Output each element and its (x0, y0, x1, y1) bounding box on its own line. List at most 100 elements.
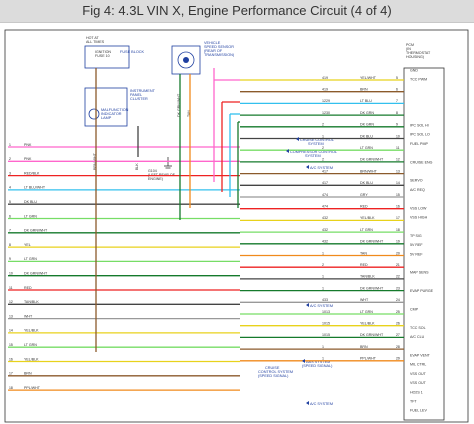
left-wire-label: PNK (24, 157, 32, 161)
left-wire-label: WHT (24, 314, 33, 318)
vehicle-speed-sensor: VEHICLE SPEED SENSOR (REAR OF TRANSMISSI… (171, 41, 235, 75)
pcm-pin-label: IPC SOL HI (410, 124, 429, 128)
fuse-label-4: FUSE 10 (95, 54, 110, 58)
wire-pin-label: 20 (396, 251, 400, 255)
wire-circuit-label: 474 (322, 193, 328, 197)
pcm-pin-label: EVAP PURGE (410, 289, 434, 293)
title-bar: Fig 4: 4.3L VIN X, Engine Performance Ci… (0, 0, 474, 23)
left-pin-label: 7 (9, 229, 11, 233)
vert-label-4: TAN (187, 110, 191, 117)
vert-label-3: DK GRN/WHT (177, 93, 181, 117)
wire-pin-label: 14 (396, 181, 400, 185)
fuse-block: HOT AT ALL TIMES IGNITION FUSE 10 FUSE B… (84, 36, 145, 69)
wire-color-label: LT GRN (360, 146, 373, 150)
wire-color-label: DK GRN (360, 123, 374, 127)
wire-pin-label: 13 (396, 169, 400, 173)
pcm-pin-label: A/C REQ (410, 188, 425, 192)
pcm-pin-label: IPC SOL LO (410, 133, 430, 137)
pcm-pin-label: FUEL LEV (410, 409, 427, 413)
pcm-label-1: PCM (406, 43, 414, 47)
wire-color-label: TAN (360, 251, 367, 255)
wire-circuit-label: 474 (322, 205, 328, 209)
wire-color-label: DK GRN/WHT (360, 333, 384, 337)
left-wire-label: YEL/BLK (24, 357, 39, 361)
wire-color-label: DK GRN (360, 111, 374, 115)
wire-circuit-label: 2 (322, 263, 324, 267)
cruise2-label-1: CRUISE (265, 366, 280, 370)
left-pin-label: 5 (9, 200, 11, 204)
wire-pin-label: 24 (396, 298, 400, 302)
ipc-label-3: CLUSTER (130, 97, 148, 101)
wire-circuit-label: 2 (322, 158, 324, 162)
wire-circuit-label: 432 (322, 216, 328, 220)
wire-circuit-label: 2 (322, 146, 324, 150)
ac-system-3-label: A/C SYSTEM (310, 402, 333, 406)
ground-label-1: G104 (148, 169, 157, 173)
vss-label-1: VEHICLE (204, 41, 221, 45)
connector-arrow-icon (306, 165, 309, 169)
pcm-pin-label: VSS LOW (410, 206, 427, 210)
left-wire-label: RED/BLK (24, 171, 40, 175)
wire-color-label: GRY (360, 193, 368, 197)
wire-pin-label: 25 (396, 310, 400, 314)
wire-color-label: LT GRN (360, 310, 373, 314)
left-wire-label: LT BLU/WHT (24, 186, 46, 190)
left-pin-label: 8 (9, 243, 11, 247)
wire-color-label: YEL/BLK (360, 322, 375, 326)
pcm-pin-label: EVAP VENT (410, 354, 431, 358)
wire-pin-label: 5 (396, 76, 398, 80)
ac-system-label: A/C SYSTEM (310, 166, 333, 170)
wire-circuit-label: 1013 (322, 310, 330, 314)
connector-arrow-icon (296, 137, 299, 141)
wire-color-label: DK BLU (360, 134, 373, 138)
wire-circuit-label: 1230 (322, 111, 330, 115)
mil-lamp-icon (88, 108, 100, 120)
pcm-pin-label: SERVO (410, 179, 423, 183)
wire-color-label: DK BLU (360, 181, 373, 185)
ground-label-3: ENGINE) (148, 177, 163, 181)
wire-pin-label: 18 (396, 228, 400, 232)
wire-pin-label: 16 (396, 205, 400, 209)
left-wire-label: PPL/WHT (24, 386, 41, 390)
left-pin-label: 4 (9, 186, 11, 190)
wire-circuit-label: 417 (322, 169, 328, 173)
wire-circuit-label: 1 (322, 251, 324, 255)
pcm-pin-label: FUEL PMP (410, 142, 428, 146)
compressor-label-1: COMPRESSOR CONTROL (290, 150, 337, 154)
left-wire-label: YEL/BLK (24, 329, 39, 333)
wire-pin-label: 11 (396, 146, 400, 150)
left-pin-label: 6 (9, 214, 11, 218)
wire-pin-label: 19 (396, 240, 400, 244)
left-pin-label: 14 (9, 329, 13, 333)
wire-color-label: TAN/BLK (360, 275, 375, 279)
mil-label-3: LAMP (101, 116, 112, 120)
left-pin-label: 10 (9, 272, 13, 276)
wire-pin-label: 28 (396, 345, 400, 349)
left-pin-label: 1 (9, 143, 11, 147)
left-wire-label: LT GRN (24, 214, 37, 218)
wiring-diagram: HOT AT ALL TIMES IGNITION FUSE 10 FUSE B… (4, 29, 469, 423)
pcm-pin-label: 5V REF (410, 243, 423, 247)
abs-label-1: ABS SYSTEM (306, 360, 330, 364)
compressor-label-2: SYSTEM (305, 154, 321, 158)
wire-circuit-label: 1 (322, 345, 324, 349)
pcm-pin-label: HO2S 1 (410, 390, 423, 394)
fuse-label-2: ALL TIMES (86, 40, 105, 44)
left-wire-label: PNK (24, 143, 32, 147)
wire-circuit-label: 2 (322, 123, 324, 127)
wire-circuit-label: 419 (322, 88, 328, 92)
wire-circuit-label: 433 (322, 298, 328, 302)
wire-pin-label: 12 (396, 158, 400, 162)
left-pin-label: 17 (9, 372, 13, 376)
wire-pin-label: 17 (396, 216, 400, 220)
wire-pin-label: 23 (396, 286, 400, 290)
ac-system-2-label: A/C SYSTEM (310, 304, 333, 308)
diagram-border (4, 29, 469, 423)
page-title: Fig 4: 4.3L VIN X, Engine Performance Ci… (82, 3, 392, 18)
cruise-label-1: CRUISE CONTROL (300, 138, 334, 142)
vert-label-2: BLK (135, 163, 139, 170)
wire-color-label: BRN (360, 345, 368, 349)
wire-circuit-label: 417 (322, 181, 328, 185)
